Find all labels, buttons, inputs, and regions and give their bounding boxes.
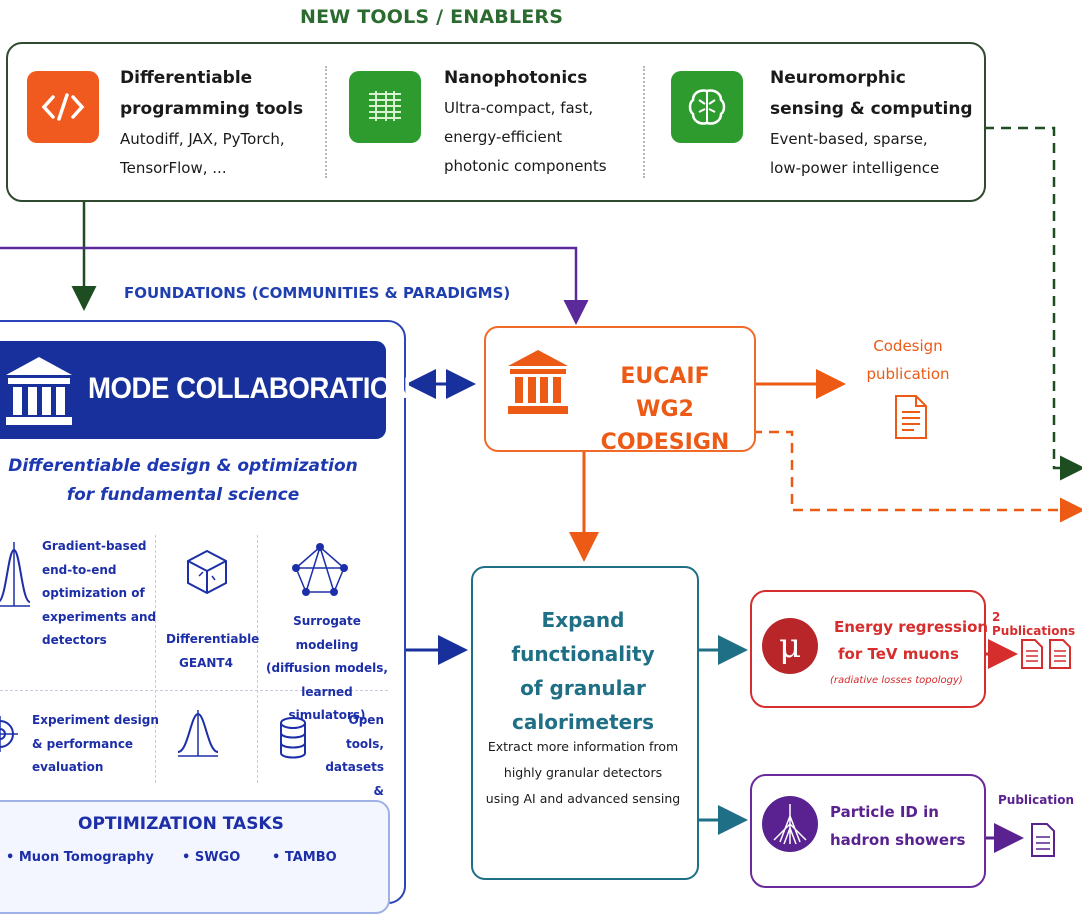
cell-line: Gradient-based bbox=[42, 539, 147, 553]
eucaif-line: EUCAIF WG2 bbox=[620, 364, 710, 422]
pid-line: hadron showers bbox=[830, 831, 966, 849]
tool-description: low-power intelligence bbox=[770, 159, 940, 177]
optimization-item-label: Muon Tomography bbox=[18, 850, 154, 865]
tool-nanophotonics: Nanophotonics Ultra-compact, fast, energ… bbox=[444, 63, 607, 181]
tools-panel bbox=[6, 42, 986, 202]
cell-gradient: Gradient-based end-to-end optimization o… bbox=[42, 535, 156, 653]
database-icon bbox=[278, 716, 308, 764]
cell-line: Surrogate modeling bbox=[293, 614, 361, 652]
optimization-item: • SWGO bbox=[182, 850, 241, 865]
eucaif-title: EUCAIF WG2 CODESIGN bbox=[590, 360, 740, 459]
tool-description: photonic components bbox=[444, 157, 607, 175]
mode-title: MODE COLLABORATION bbox=[88, 372, 411, 405]
cell-line: & performance bbox=[32, 736, 134, 751]
cell-line: optimization of bbox=[42, 586, 145, 600]
expand-title: Expand functionality of granular calorim… bbox=[476, 603, 690, 739]
mode-subtitle: Differentiable design & optimization bbox=[8, 456, 358, 476]
tool-description: energy-efficient bbox=[444, 128, 563, 146]
optimization-item: • TAMBO bbox=[272, 850, 337, 865]
tool-neuromorphic: Neuromorphic sensing & computing Event-b… bbox=[770, 63, 973, 183]
brain-circuit-icon bbox=[671, 71, 743, 143]
expand-description: Extract more information from highly gra… bbox=[476, 734, 690, 812]
foundations-label: FOUNDATIONS (COMMUNITIES & PARADIGMS) bbox=[124, 284, 511, 302]
target-icon bbox=[0, 714, 22, 758]
optimization-item-label: TAMBO bbox=[284, 850, 337, 865]
cell-line: GEANT4 bbox=[179, 655, 233, 670]
divider bbox=[643, 66, 645, 178]
expand-title-line: of granular bbox=[520, 676, 646, 700]
publication-label: Publication bbox=[998, 793, 1075, 807]
muon-icon: μ bbox=[762, 618, 818, 674]
energy-line: for TeV muons bbox=[838, 645, 959, 663]
mode-subtitle: for fundamental science bbox=[66, 485, 300, 505]
cell-line: experiments and bbox=[42, 609, 157, 624]
tool-heading: programming tools bbox=[120, 99, 304, 119]
institution-icon bbox=[506, 348, 570, 420]
code-brackets-icon bbox=[27, 71, 99, 143]
tool-heading: sensing & computing bbox=[770, 99, 973, 119]
document-icon bbox=[1048, 638, 1072, 674]
cell-line: datasets & bbox=[325, 760, 384, 798]
cube-icon bbox=[184, 548, 230, 600]
energy-line: Energy regression bbox=[834, 618, 989, 636]
tools-section-title: NEW TOOLS / ENABLERS bbox=[300, 6, 564, 28]
codesign-publication: Codesign publication bbox=[848, 332, 968, 388]
optimization-title: OPTIMIZATION TASKS bbox=[78, 814, 284, 834]
cell-line: learned simulators) bbox=[288, 684, 366, 723]
tool-description: Event-based, sparse, bbox=[770, 130, 928, 148]
cell-line: Differentiable bbox=[166, 632, 260, 646]
cell-line: evaluation bbox=[32, 760, 104, 774]
bell-curve-icon bbox=[176, 708, 220, 762]
tool-description: Autodiff, JAX, PyTorch, bbox=[120, 130, 285, 148]
tool-description: Ultra-compact, fast, bbox=[444, 99, 594, 117]
cell-line: detectors bbox=[42, 633, 107, 647]
grid-divider bbox=[0, 690, 388, 691]
publications-count: 2 Publications bbox=[992, 610, 1076, 638]
grid-divider bbox=[257, 535, 258, 783]
cell-line: Experiment design bbox=[32, 713, 159, 727]
tool-heading: Neuromorphic bbox=[770, 68, 906, 88]
energy-note: (radiative losses topology) bbox=[830, 675, 963, 686]
document-icon bbox=[1030, 822, 1056, 862]
tool-heading: Differentiable bbox=[120, 68, 253, 88]
divider bbox=[325, 66, 327, 178]
grid-divider bbox=[155, 535, 156, 783]
expand-panel bbox=[471, 566, 699, 880]
cell-geant: Differentiable GEANT4 bbox=[166, 628, 260, 675]
expand-title-line: Expand functionality bbox=[511, 608, 655, 666]
cell-line: end-to-end bbox=[42, 562, 117, 577]
cell-experiment: Experiment design & performance evaluati… bbox=[32, 709, 159, 780]
energy-title: Energy regression for TeV muons bbox=[834, 614, 988, 668]
institution-icon bbox=[4, 355, 74, 431]
network-graph-icon bbox=[290, 542, 350, 602]
optimization-item-label: SWGO bbox=[194, 850, 241, 865]
codesign-pub-line: Codesign bbox=[873, 337, 943, 355]
document-icon bbox=[1020, 638, 1044, 674]
photonic-chip-icon bbox=[349, 71, 421, 143]
expand-body-line: highly granular detectors bbox=[503, 765, 663, 780]
expand-body-line: using AI and advanced sensing bbox=[485, 791, 681, 806]
particle-id-title: Particle ID in hadron showers bbox=[830, 798, 965, 854]
shower-icon bbox=[762, 796, 818, 852]
document-icon bbox=[894, 394, 928, 444]
eucaif-line: CODESIGN bbox=[600, 430, 730, 455]
codesign-pub-line: publication bbox=[866, 365, 950, 383]
gaussian-icon bbox=[0, 540, 32, 614]
cell-surrogate: Surrogate modeling (diffusion models, le… bbox=[266, 610, 388, 728]
pid-line: Particle ID in bbox=[830, 803, 939, 821]
expand-title-line: calorimeters bbox=[512, 710, 654, 734]
cell-line: Open tools, bbox=[345, 713, 384, 751]
tool-differentiable: Differentiable programming tools Autodif… bbox=[120, 63, 303, 183]
expand-body-line: Extract more information from bbox=[487, 739, 679, 754]
optimization-item: • Muon Tomography bbox=[6, 850, 154, 865]
tool-description: TensorFlow, ... bbox=[120, 159, 227, 177]
tool-heading: Nanophotonics bbox=[444, 68, 588, 88]
cell-line: (diffusion models, bbox=[266, 661, 388, 675]
